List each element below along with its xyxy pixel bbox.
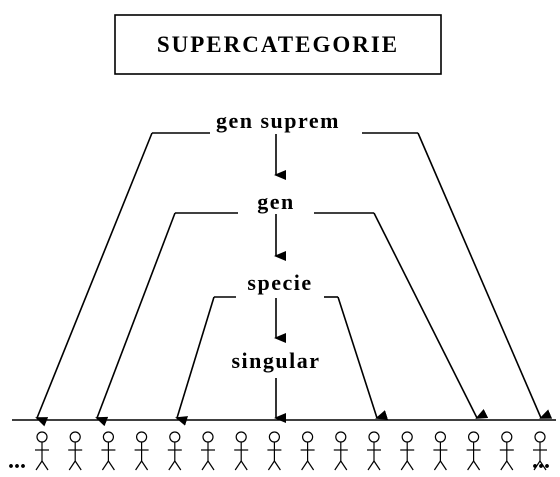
specie-right-arrow (337, 296, 389, 420)
ellipsis-right: ... (532, 448, 550, 474)
individuals-row (35, 431, 547, 471)
specie-arrows (175, 296, 389, 426)
person-icon (466, 431, 481, 471)
person-icon (400, 431, 415, 471)
person-icon (333, 431, 348, 471)
gen-right-arrow (373, 212, 489, 419)
gen-arrows (95, 212, 489, 427)
gen-suprem-left-arrow (35, 132, 153, 427)
gen-suprem-right-arrow (417, 132, 553, 419)
ellipsis-left: ... (8, 448, 26, 474)
person-icon (68, 431, 83, 471)
person-icon (267, 431, 282, 471)
specie-left-arrow (175, 296, 215, 426)
gen-suprem-arrows (35, 132, 553, 427)
level-label-specie: specie (247, 270, 312, 295)
person-icon (300, 431, 315, 471)
person-icon (499, 431, 514, 471)
title-text: SUPERCATEGORIE (157, 32, 399, 57)
person-icon (367, 431, 381, 471)
person-icon (134, 431, 149, 471)
person-icon (433, 431, 448, 471)
level-label-singular: singular (231, 348, 320, 373)
person-icon (101, 431, 116, 471)
level-label-gen-suprem: gen suprem (216, 108, 340, 133)
person-icon (201, 431, 215, 471)
person-icon (35, 431, 49, 471)
person-icon (167, 431, 182, 471)
level-label-gen: gen (257, 189, 295, 214)
gen-left-arrow (95, 212, 176, 427)
title-box: SUPERCATEGORIE (114, 14, 442, 75)
person-icon (234, 431, 249, 471)
title-frame (114, 14, 442, 75)
person-icon (533, 431, 547, 471)
